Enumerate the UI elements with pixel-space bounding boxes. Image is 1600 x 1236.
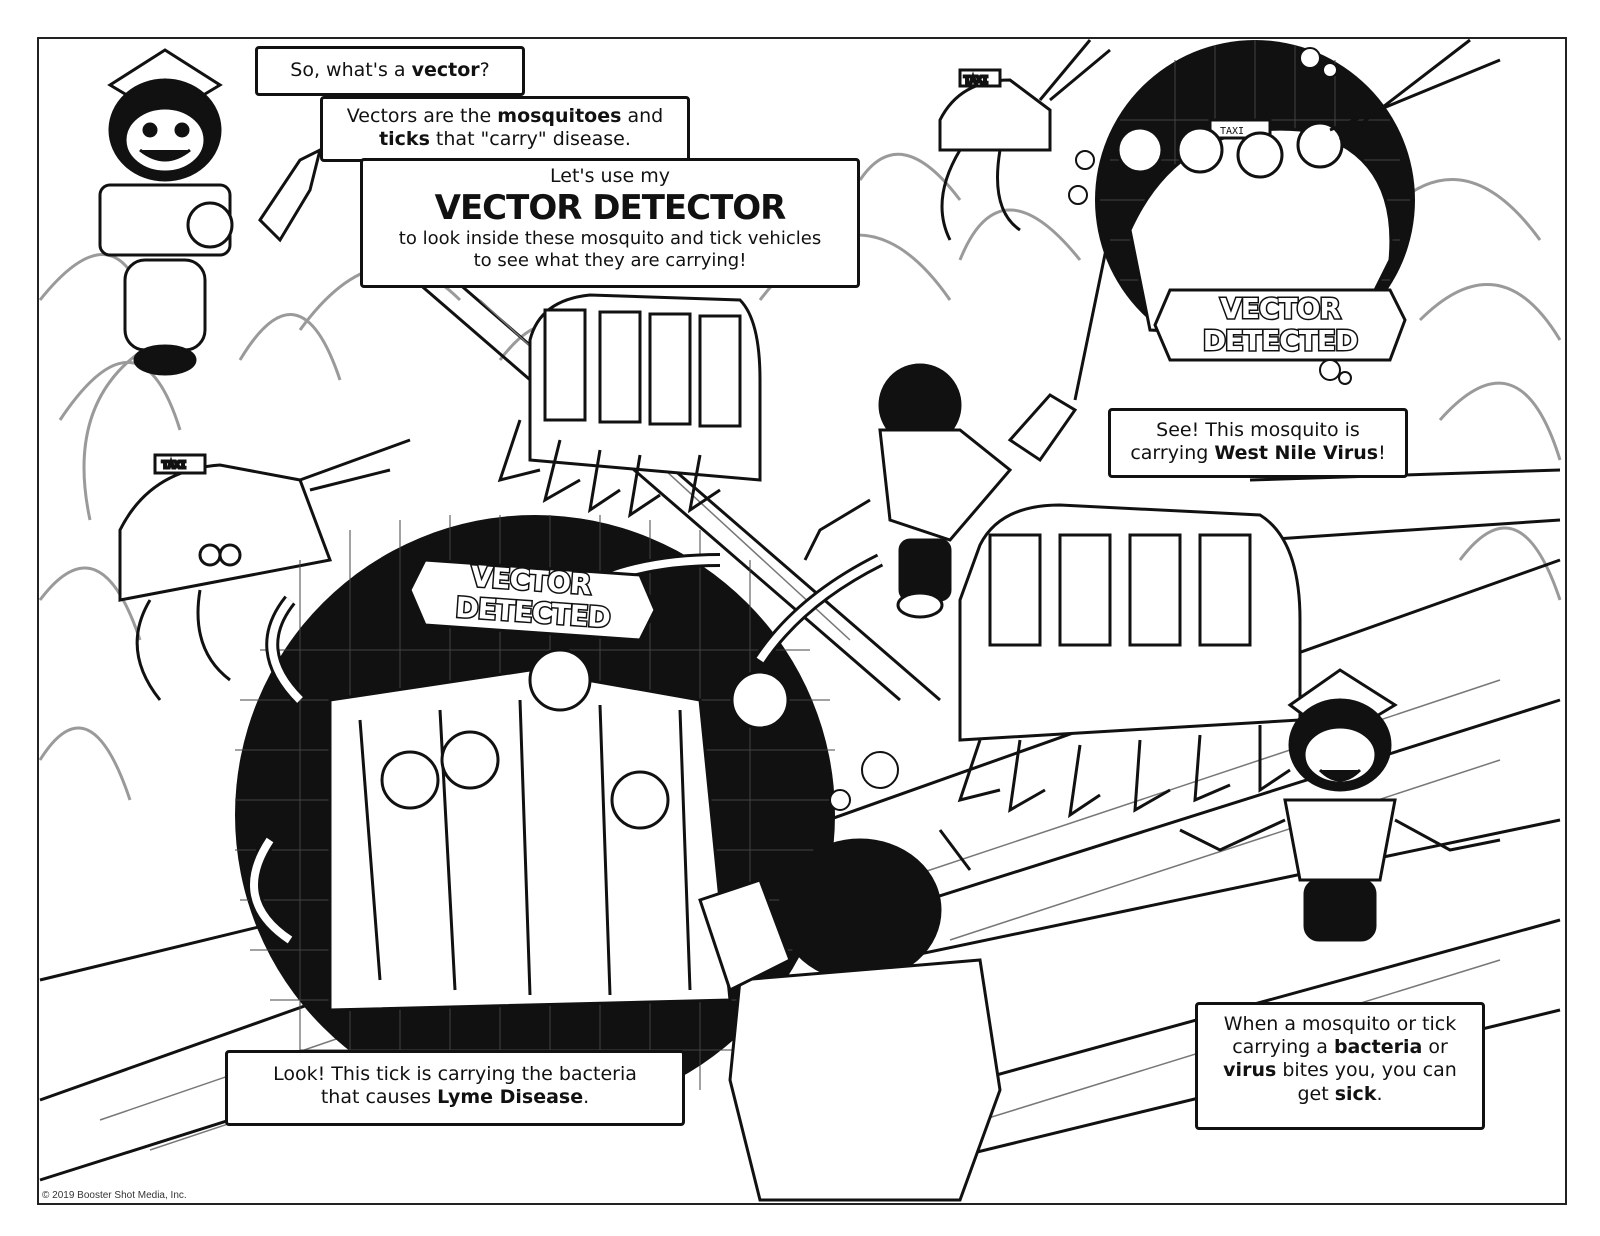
taxi-sign: TAXI — [1220, 126, 1244, 137]
detector-intro: Let's use my — [550, 165, 670, 187]
taxi-sign: TAXI — [964, 75, 988, 86]
speech-bubble-answer: Vectors are the mosquitoes and ticks tha… — [320, 96, 690, 162]
question-suffix: ? — [479, 59, 490, 81]
speech-bubble-sick: When a mosquito or tick carrying a bacte… — [1195, 1002, 1485, 1130]
lyme-detected-scene: VECTOR DETECTED — [235, 515, 899, 1115]
west-nile-line1: See! This mosquito is — [1156, 419, 1360, 441]
robot-character — [98, 48, 323, 376]
page-border — [37, 37, 1567, 1205]
west-nile-line2: carrying West Nile Virus! — [1130, 442, 1386, 465]
answer-line2: ticks that "carry" disease. — [379, 128, 631, 151]
speech-bubble-west-nile: See! This mosquito is carrying West Nile… — [1108, 408, 1408, 478]
tick-bus-vehicle — [497, 293, 762, 519]
detector-line2: to see what they are carrying! — [473, 250, 747, 272]
detector-line1: to look inside these mosquito and tick v… — [398, 228, 822, 250]
question-bold: vector — [411, 59, 480, 81]
question-prefix: So, what's a — [290, 59, 412, 81]
sick-line4: get sick. — [1297, 1082, 1383, 1105]
badge-top-line2: DETECTED — [1203, 324, 1358, 357]
robot-with-detector — [803, 229, 1112, 619]
lyme-line1: Look! This tick is carrying the bacteria — [273, 1063, 637, 1085]
taxi-sign: TAXI — [162, 460, 186, 471]
taxi-mosquito-left: TAXI — [118, 438, 411, 701]
badge-top-line1: VECTOR — [1220, 292, 1340, 325]
answer-line1: Vectors are the mosquitoes and — [346, 105, 664, 127]
taxi-mosquito-small: TAXI — [938, 39, 1111, 241]
west-nile-detected-scene: TAXI VECTOR DETECTED — [1068, 38, 1501, 385]
speech-bubble-detector: Let's use my VECTOR DETECTOR to look ins… — [360, 158, 860, 288]
sick-line3: virus bites you, you can — [1223, 1059, 1457, 1082]
sick-line2: carrying a bacteria or — [1232, 1036, 1448, 1059]
copyright-notice: © 2019 Booster Shot Media, Inc. — [42, 1190, 187, 1201]
tick-bus-large — [957, 503, 1302, 819]
speech-bubble-question: So, what's a vector? — [255, 46, 525, 96]
lyme-line2: that causes Lyme Disease. — [320, 1086, 590, 1109]
detector-title: VECTOR DETECTOR — [434, 188, 787, 229]
robot-back-view — [698, 819, 1002, 1202]
speech-bubble-lyme: Look! This tick is carrying the bacteria… — [225, 1050, 685, 1126]
sick-line1: When a mosquito or tick — [1223, 1013, 1457, 1035]
robot-shrugging — [1179, 668, 1501, 942]
